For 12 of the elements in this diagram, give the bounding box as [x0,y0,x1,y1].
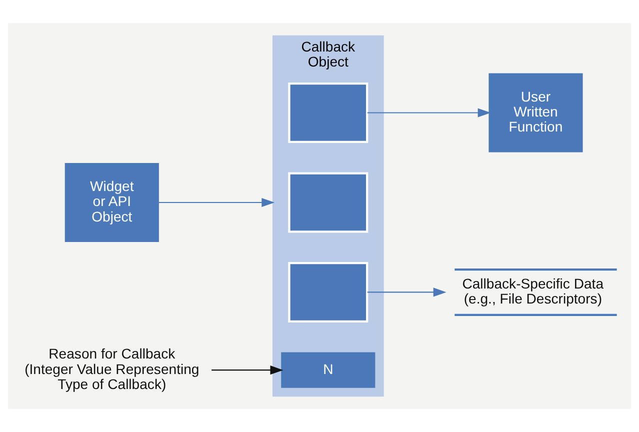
arrow [367,288,446,297]
arrow [212,366,284,375]
node-text: Reason for Callback (Integer Value Representing Type of Callback) [24,346,200,392]
node-box [288,172,368,233]
node-box: N [281,352,376,388]
node-box: User Written Function [488,73,583,152]
node-box [288,262,368,322]
node-box [288,82,368,144]
node-text: Callback-Specific Data (e.g., File Descriptors) [462,275,604,306]
node-box: Widget or API Object [64,163,159,242]
arrow [367,108,491,118]
arrow [158,198,275,208]
